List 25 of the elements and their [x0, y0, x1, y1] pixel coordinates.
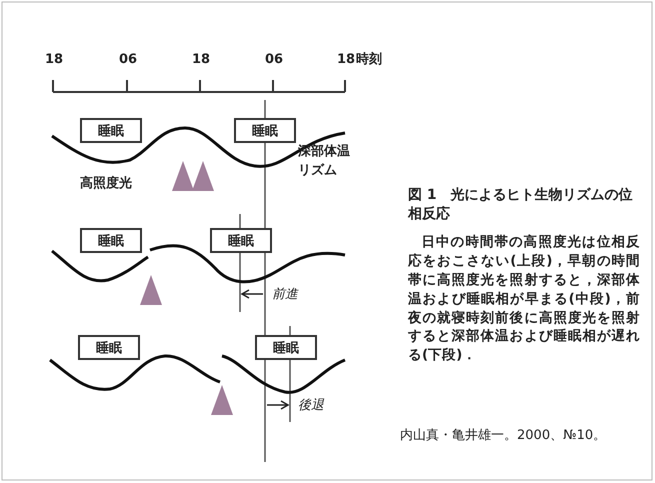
sleep-label: 睡眠	[273, 340, 299, 356]
tick-label: 18	[192, 52, 210, 68]
caption-body: 日中の時間帯の高照度光は位相反応をおこさない(上段)，早朝の時間帯に高照度光を照射すると，深部体温および睡眠相が早まる(中段)，前夜の就寝時刻前後に高照度光を照射すると深部体温および睡眠相が遅れる(下段)．	[408, 233, 640, 366]
tick-label: 06	[265, 52, 284, 68]
sleep-label: 睡眠	[228, 232, 254, 250]
sleep-label: 睡眠	[98, 122, 124, 140]
sleep-box	[210, 228, 272, 253]
sleep-label: 睡眠	[252, 122, 278, 140]
sleep-box	[80, 228, 142, 253]
axis-title: 時刻	[356, 52, 382, 68]
citation: 内山真・亀井雄一。2000、№10。	[400, 428, 606, 444]
sleep-box	[234, 118, 296, 143]
tick-label: 18	[337, 52, 356, 68]
sleep-box	[80, 118, 142, 143]
figure-caption: 図 1 光によるヒト生物リズムの位相反応	[408, 186, 634, 224]
sleep-box	[78, 335, 140, 360]
rhythm-label: 深部体温リズム	[298, 143, 351, 180]
tick-label: 18	[45, 52, 64, 68]
light-label: 高照度光	[80, 176, 132, 192]
sleep-box	[255, 335, 317, 360]
sleep-label: 睡眠	[98, 232, 124, 250]
shift-label: 前進	[272, 287, 298, 303]
sleep-label: 睡眠	[96, 340, 122, 356]
shift-label: 後退	[298, 398, 324, 414]
tick-label: 06	[119, 52, 138, 68]
